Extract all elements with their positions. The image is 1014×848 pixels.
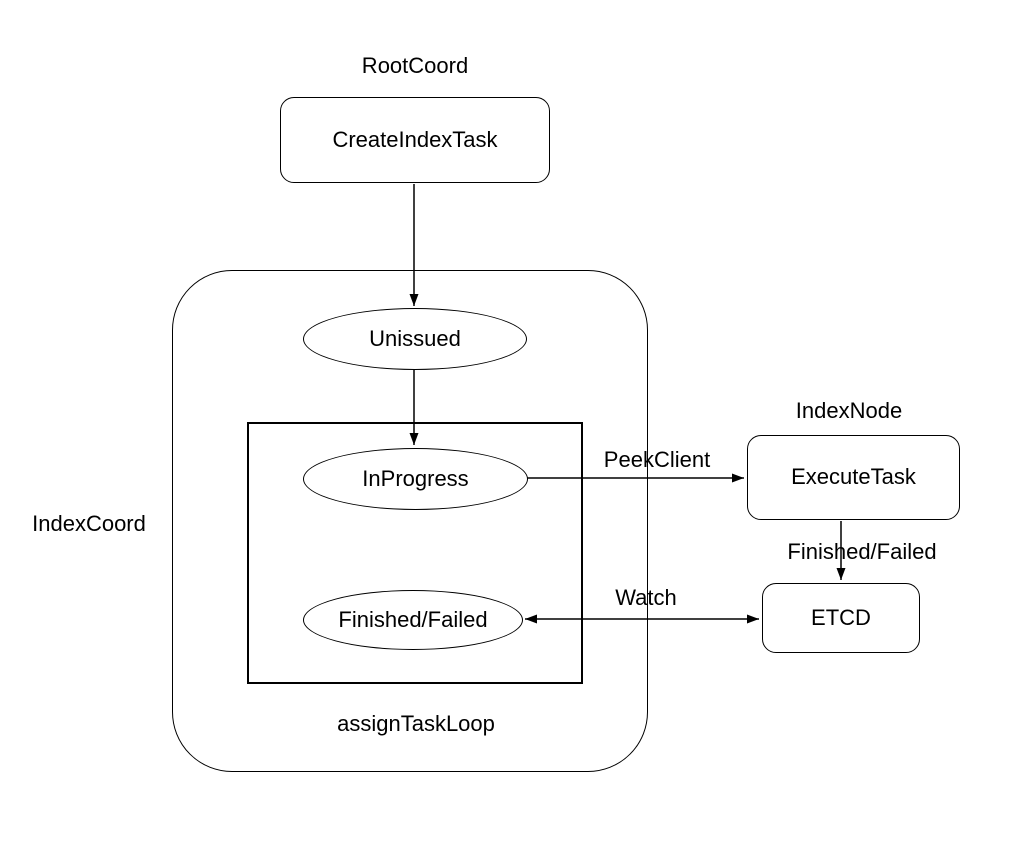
node-in-progress-label: InProgress [362,465,469,491]
node-finished-failed-label: Finished/Failed [338,606,488,632]
assign-task-loop-container [247,422,583,684]
edge-label-watch: Watch [615,585,677,610]
edge-label-finished-failed: Finished/Failed [787,539,937,564]
node-create-index-task-label: CreateIndexTask [332,126,498,152]
node-execute-task: ExecuteTask [747,435,960,520]
index-coord-container [172,270,648,772]
node-execute-task-label: ExecuteTask [791,464,916,490]
node-in-progress: InProgress [303,448,528,510]
node-unissued: Unissued [303,308,527,370]
node-unissued-label: Unissued [369,325,461,351]
label-assign-task-loop: assignTaskLoop [337,711,495,736]
node-etcd: ETCD [762,583,920,653]
label-index-node: IndexNode [795,398,903,423]
label-index-coord: IndexCoord [32,511,146,536]
label-root-coord: RootCoord [361,53,469,78]
node-finished-failed: Finished/Failed [303,590,523,650]
edge-label-peek-client: PeekClient [603,447,711,472]
node-etcd-label: ETCD [811,604,871,630]
node-create-index-task: CreateIndexTask [280,97,550,183]
